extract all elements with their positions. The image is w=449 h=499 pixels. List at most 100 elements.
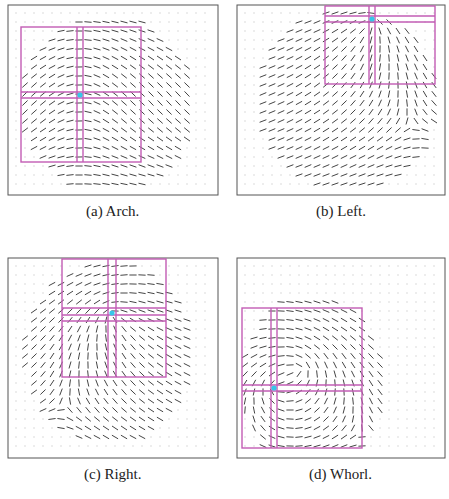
orientation-segment (87, 361, 88, 368)
orientation-segment (148, 408, 154, 412)
orientation-segment (58, 30, 65, 31)
orientation-segment (341, 183, 348, 185)
background-dot (151, 446, 152, 447)
orientation-segment (332, 318, 338, 321)
background-dot (389, 410, 390, 411)
panel-frame (8, 5, 218, 195)
orientation-field (16, 265, 206, 447)
orientation-segment (139, 408, 145, 412)
orientation-segment (253, 425, 256, 432)
orientation-segment (103, 101, 109, 105)
orientation-segment (278, 102, 285, 105)
background-dot (407, 383, 408, 384)
background-dot (205, 85, 206, 86)
orientation-segment (343, 397, 345, 404)
background-dot (335, 275, 336, 276)
background-dot (196, 130, 197, 131)
orientation-segment (350, 119, 355, 124)
orientation-segment (85, 417, 91, 422)
orientation-segment (341, 309, 347, 312)
orientation-segment (139, 426, 145, 430)
orientation-segment (166, 390, 172, 394)
background-dot (245, 175, 246, 176)
orientation-segment (58, 92, 64, 95)
orientation-segment (157, 155, 163, 158)
background-dot (43, 13, 44, 14)
background-dot (245, 121, 246, 122)
orientation-segment (94, 39, 101, 41)
orientation-segment (112, 39, 119, 42)
orientation-segment (369, 425, 374, 430)
orientation-segment (296, 110, 302, 113)
background-dot (205, 320, 206, 321)
orientation-segment (175, 155, 181, 158)
orientation-segment (379, 28, 381, 35)
orientation-segment (324, 407, 328, 413)
orientation-segment (351, 371, 354, 377)
orientation-segment (395, 137, 401, 140)
orientation-segment (31, 74, 37, 78)
background-dot (43, 266, 44, 267)
orientation-segment (305, 436, 312, 438)
orientation-segment (323, 47, 329, 51)
orientation-segment (277, 301, 284, 303)
panel-caption: (a) Arch. (86, 203, 139, 220)
orientation-segment (40, 409, 47, 412)
orientation-segment (113, 380, 117, 386)
background-dot (434, 275, 435, 276)
orientation-segment (341, 165, 348, 168)
background-dot (205, 311, 206, 312)
orientation-segment (112, 30, 119, 32)
orientation-segment (87, 335, 89, 342)
orientation-segment (166, 56, 172, 60)
roi-box (62, 259, 166, 377)
background-dot (407, 356, 408, 357)
orientation-segment (157, 146, 163, 150)
background-dot (142, 446, 143, 447)
background-dot (205, 284, 206, 285)
orientation-segment (369, 362, 374, 367)
orientation-segment (121, 310, 128, 312)
orientation-segment (386, 128, 391, 133)
background-dot (389, 320, 390, 321)
background-dot (281, 266, 282, 267)
orientation-segment (148, 156, 155, 159)
orientation-segment (103, 30, 110, 32)
background-dot (16, 410, 17, 411)
background-dot (398, 437, 399, 438)
orientation-segment (184, 355, 191, 358)
background-dot (25, 374, 26, 375)
background-dot (16, 356, 17, 357)
orientation-segment (131, 380, 136, 385)
background-dot (434, 266, 435, 267)
orientation-segment (395, 174, 402, 176)
orientation-segment (130, 390, 135, 395)
background-dot (205, 419, 206, 420)
background-dot (263, 302, 264, 303)
background-dot (16, 392, 17, 393)
orientation-segment (351, 353, 356, 359)
orientation-segment (305, 319, 312, 321)
orientation-segment (342, 353, 346, 359)
orientation-segment (314, 345, 320, 349)
background-dot (34, 22, 35, 23)
orientation-segment (260, 337, 267, 338)
orientation-segment (423, 64, 427, 70)
orientation-segment (278, 436, 285, 438)
orientation-segment (157, 110, 162, 115)
orientation-segment (259, 329, 266, 330)
orientation-segment (397, 63, 398, 70)
orientation-segment (314, 156, 321, 159)
orientation-segment (40, 146, 46, 149)
orientation-segment (323, 74, 329, 79)
orientation-segment (139, 65, 145, 69)
orientation-segment (360, 91, 364, 97)
orientation-segment (305, 110, 311, 114)
background-dot (196, 275, 197, 276)
background-dot (205, 22, 206, 23)
background-dot (245, 157, 246, 158)
orientation-segment (421, 138, 428, 139)
background-dot (205, 13, 206, 14)
orientation-segment (342, 55, 347, 60)
orientation-segment (296, 409, 303, 411)
